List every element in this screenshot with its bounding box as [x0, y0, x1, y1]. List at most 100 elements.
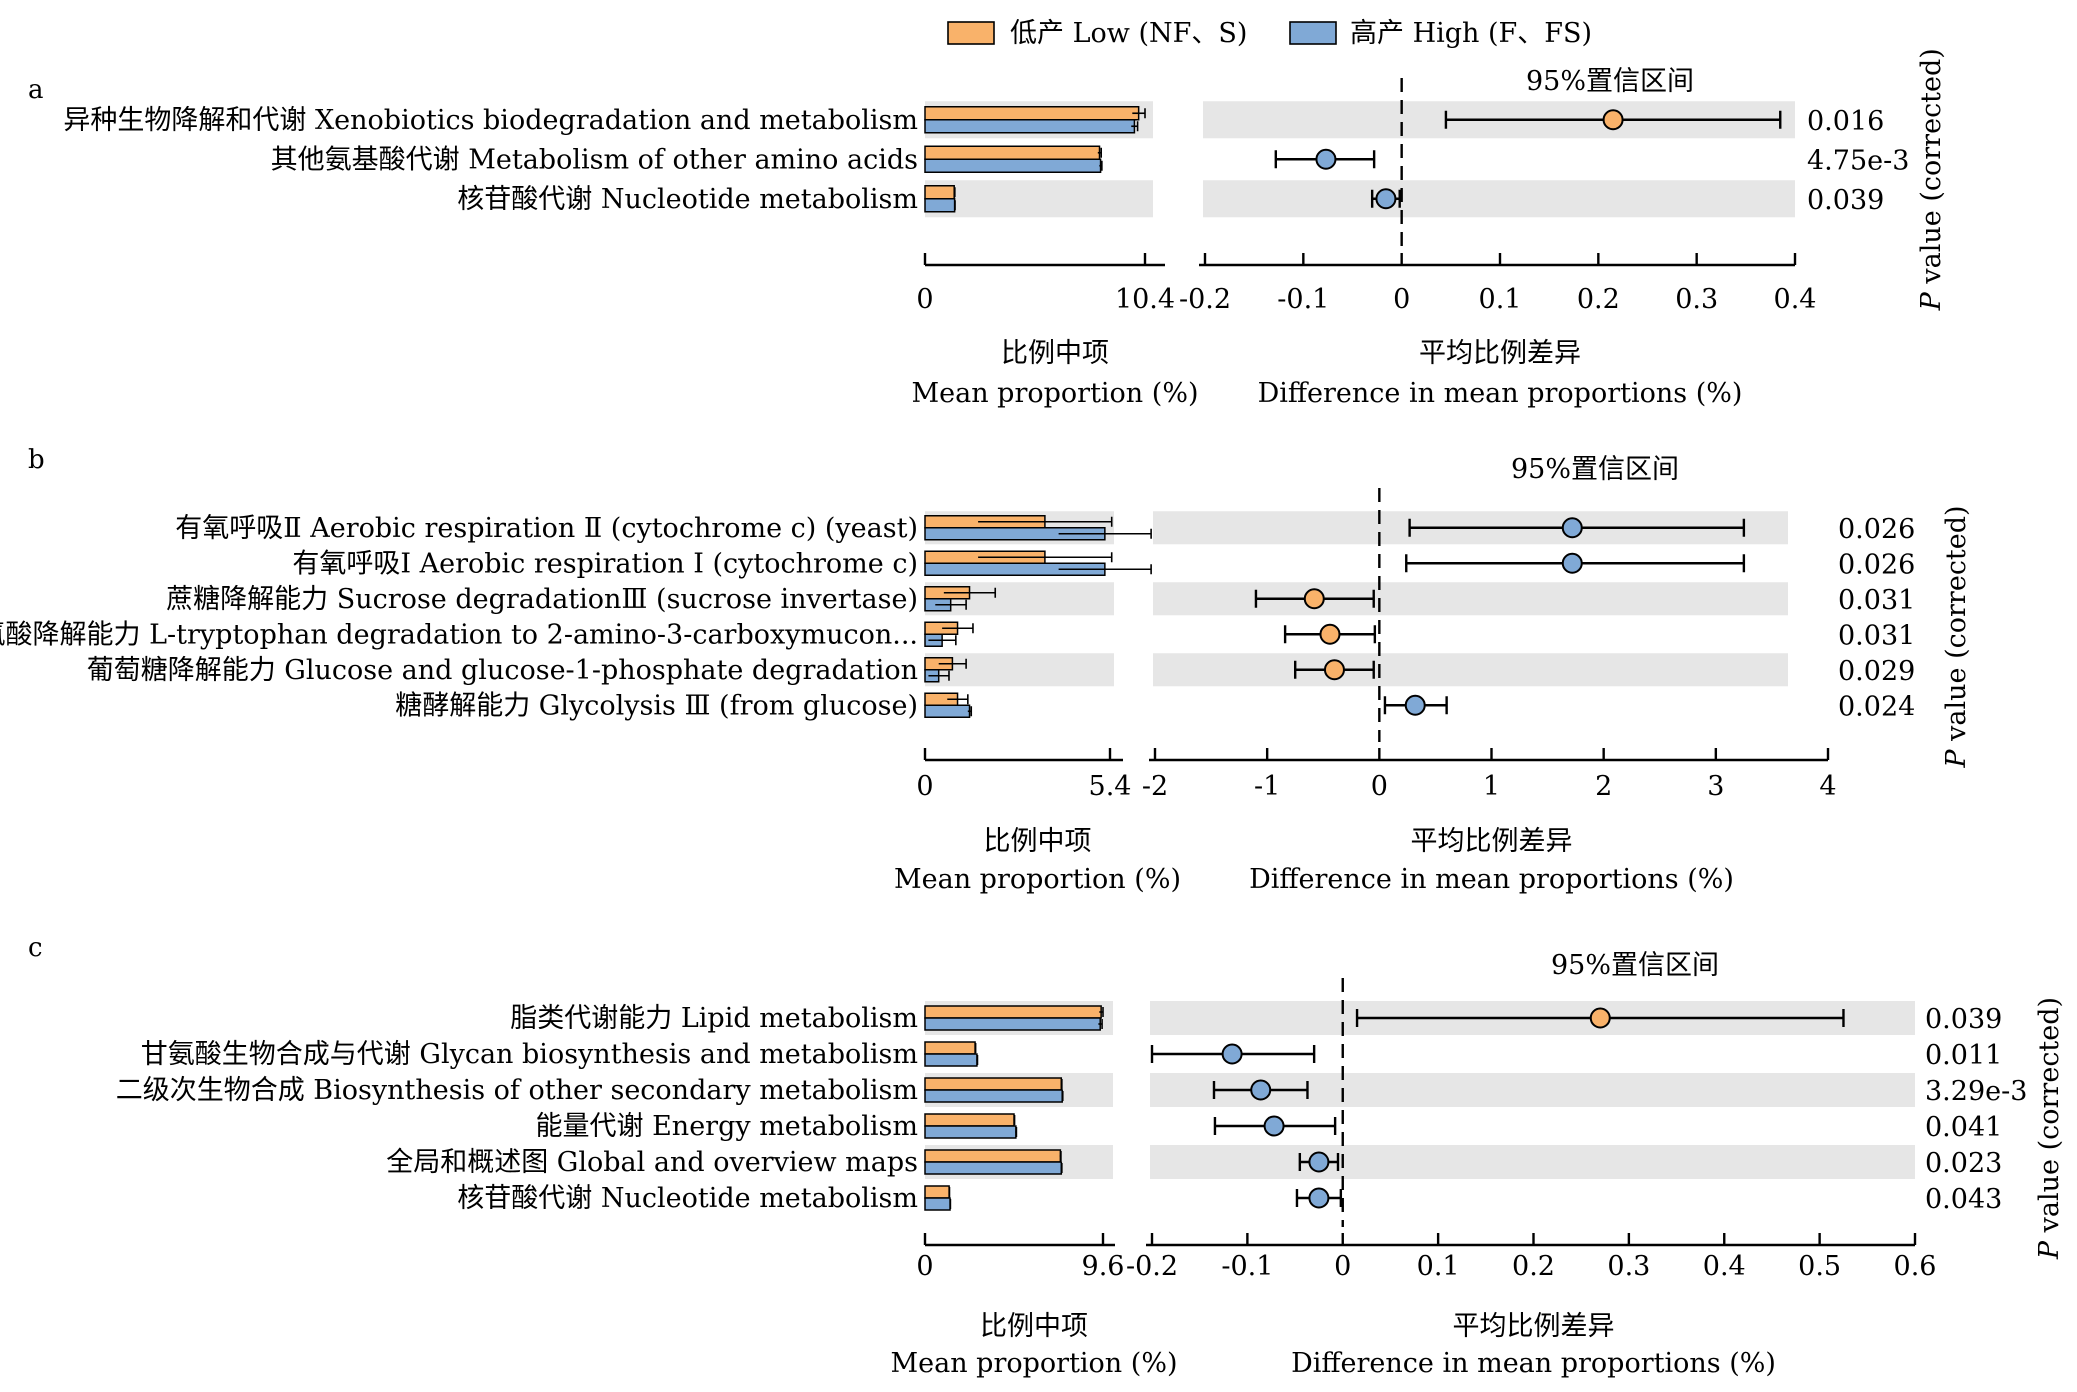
legend-swatch-low — [947, 21, 995, 45]
row-band-diff — [1150, 1145, 1915, 1179]
p-value: 0.039 — [1807, 185, 1884, 216]
row-label: 其他氨基酸代谢 Metabolism of other amino acids — [271, 144, 918, 175]
diff-point — [1561, 552, 1583, 574]
diff-axis-tick-label: -1 — [1254, 771, 1280, 802]
ci-title: 95%置信区间 — [1551, 950, 1719, 981]
bar-axis-title-en: Mean proportion (%) — [911, 378, 1198, 409]
bar-high — [924, 158, 1102, 173]
diff-axis-title-cn: 平均比例差异 — [1411, 826, 1573, 857]
diff-point — [1303, 588, 1325, 610]
diff-axis-title-en: Difference in mean proportions (%) — [1291, 1348, 1776, 1379]
panel-letter: b — [28, 445, 45, 475]
bar-high — [924, 1197, 951, 1211]
bar-low — [924, 1005, 1102, 1019]
legend-label-low: 低产 Low (NF、S) — [1010, 18, 1247, 49]
diff-axis-tick-label: 0.5 — [1798, 1251, 1841, 1282]
row-label: 脂类代谢能力 Lipid metabolism — [510, 1003, 918, 1034]
row-label: 全局和概述图 Global and overview maps — [386, 1147, 918, 1178]
diff-axis-tick-label: 0.2 — [1512, 1251, 1555, 1282]
p-value: 0.043 — [1925, 1184, 2002, 1215]
bar-high — [924, 1089, 1063, 1103]
diff-axis-title-en: Difference in mean proportions (%) — [1258, 378, 1743, 409]
row-label: 能量代谢 Energy metabolism — [536, 1111, 918, 1142]
p-value: 0.039 — [1925, 1004, 2002, 1035]
row-label: 蔗糖降解能力 Sucrose degradationⅢ (sucrose inv… — [166, 584, 918, 615]
bar-high — [924, 198, 956, 213]
diff-point — [1404, 694, 1426, 716]
p-value: 0.031 — [1838, 620, 1915, 651]
bar-axis-title-cn: 比例中项 — [1001, 338, 1109, 369]
bar-high — [924, 1017, 1101, 1031]
diff-axis-tick-label: 0.1 — [1417, 1251, 1460, 1282]
bar-axis-tick-label: 0 — [916, 1251, 933, 1282]
row-label: 异种生物降解和代谢 Xenobiotics biodegradation and… — [63, 105, 918, 136]
bar-high — [924, 1161, 1063, 1175]
bar-axis-tick-label: 0 — [916, 284, 933, 315]
diff-axis-tick-label: 0.3 — [1675, 284, 1718, 315]
diff-axis-tick-label: 0.4 — [1774, 284, 1817, 315]
row-label: 核苷酸代谢 Nucleotide metabolism — [457, 1183, 918, 1214]
ci-title: 95%置信区间 — [1526, 66, 1694, 97]
diff-axis-tick-label: 0.1 — [1479, 284, 1522, 315]
row-label: 二级次生物合成 Biosynthesis of other secondary … — [116, 1075, 918, 1106]
diff-axis-title-en: Difference in mean proportions (%) — [1249, 864, 1734, 895]
bar-low — [924, 1077, 1063, 1091]
diff-axis-tick-label: 4 — [1819, 771, 1836, 802]
p-value: 3.29e-3 — [1925, 1076, 2027, 1107]
diff-point — [1602, 109, 1624, 131]
diff-point — [1561, 517, 1583, 539]
bar-axis-title-cn: 比例中项 — [980, 1311, 1088, 1342]
bar-axis-tick-label: 5.4 — [1089, 771, 1132, 802]
diff-axis-tick-label: 0.2 — [1577, 284, 1620, 315]
p-value: 0.024 — [1838, 691, 1915, 722]
diff-point — [1315, 148, 1337, 170]
diff-point — [1221, 1043, 1243, 1065]
legend-label-high: 高产 High (F、FS) — [1350, 18, 1592, 49]
bar-low — [924, 185, 955, 200]
diff-axis-title-cn: 平均比例差异 — [1453, 1311, 1615, 1342]
diff-axis-tick-label: 0 — [1334, 1251, 1351, 1282]
bar-axis-title-en: Mean proportion (%) — [894, 864, 1181, 895]
p-value: 0.029 — [1838, 656, 1915, 687]
row-band-diff — [1203, 180, 1795, 218]
bar-high — [924, 1125, 1017, 1139]
bar-axis-tick-label: 10.4 — [1115, 284, 1175, 315]
legend-swatch-high — [1289, 21, 1337, 45]
diff-axis-tick-label: 0.6 — [1894, 1251, 1937, 1282]
panel-letter: c — [28, 933, 43, 963]
row-label: 核苷酸代谢 Nucleotide metabolism — [457, 184, 918, 215]
p-value: 0.016 — [1807, 106, 1884, 137]
row-band-diff — [1153, 582, 1788, 616]
diff-point — [1375, 188, 1397, 210]
diff-point — [1319, 623, 1341, 645]
row-label: 色氨酸降解能力 L-tryptophan degradation to 2-am… — [0, 619, 918, 650]
diff-axis-tick-label: -0.1 — [1221, 1251, 1273, 1282]
ci-title: 95%置信区间 — [1511, 454, 1679, 485]
diff-axis-tick-label: 1 — [1483, 771, 1500, 802]
diff-point — [1308, 1187, 1330, 1209]
row-band-bar — [925, 653, 1114, 687]
p-value: 4.75e-3 — [1807, 145, 1909, 176]
bar-axis-title-en: Mean proportion (%) — [890, 1348, 1177, 1379]
panel-letter: a — [28, 75, 44, 105]
diff-axis-tick-label: -2 — [1142, 771, 1168, 802]
row-band-bar — [925, 180, 1153, 218]
bar-low — [924, 1113, 1015, 1127]
diff-axis-tick-label: 0.4 — [1703, 1251, 1746, 1282]
diff-point — [1250, 1079, 1272, 1101]
bar-low — [924, 145, 1101, 160]
diff-axis-tick-label: -0.1 — [1277, 284, 1329, 315]
legend: 低产 Low (NF、S) 高产 High (F、FS) — [947, 18, 1592, 49]
bar-high — [924, 704, 971, 718]
pvalue-axis-title: P value (corrected) — [1941, 505, 1972, 768]
bar-high — [924, 119, 1136, 134]
diff-axis-tick-label: 0.3 — [1607, 1251, 1650, 1282]
p-value: 0.026 — [1838, 549, 1915, 580]
bar-low — [924, 106, 1140, 121]
bar-high — [924, 1053, 978, 1067]
